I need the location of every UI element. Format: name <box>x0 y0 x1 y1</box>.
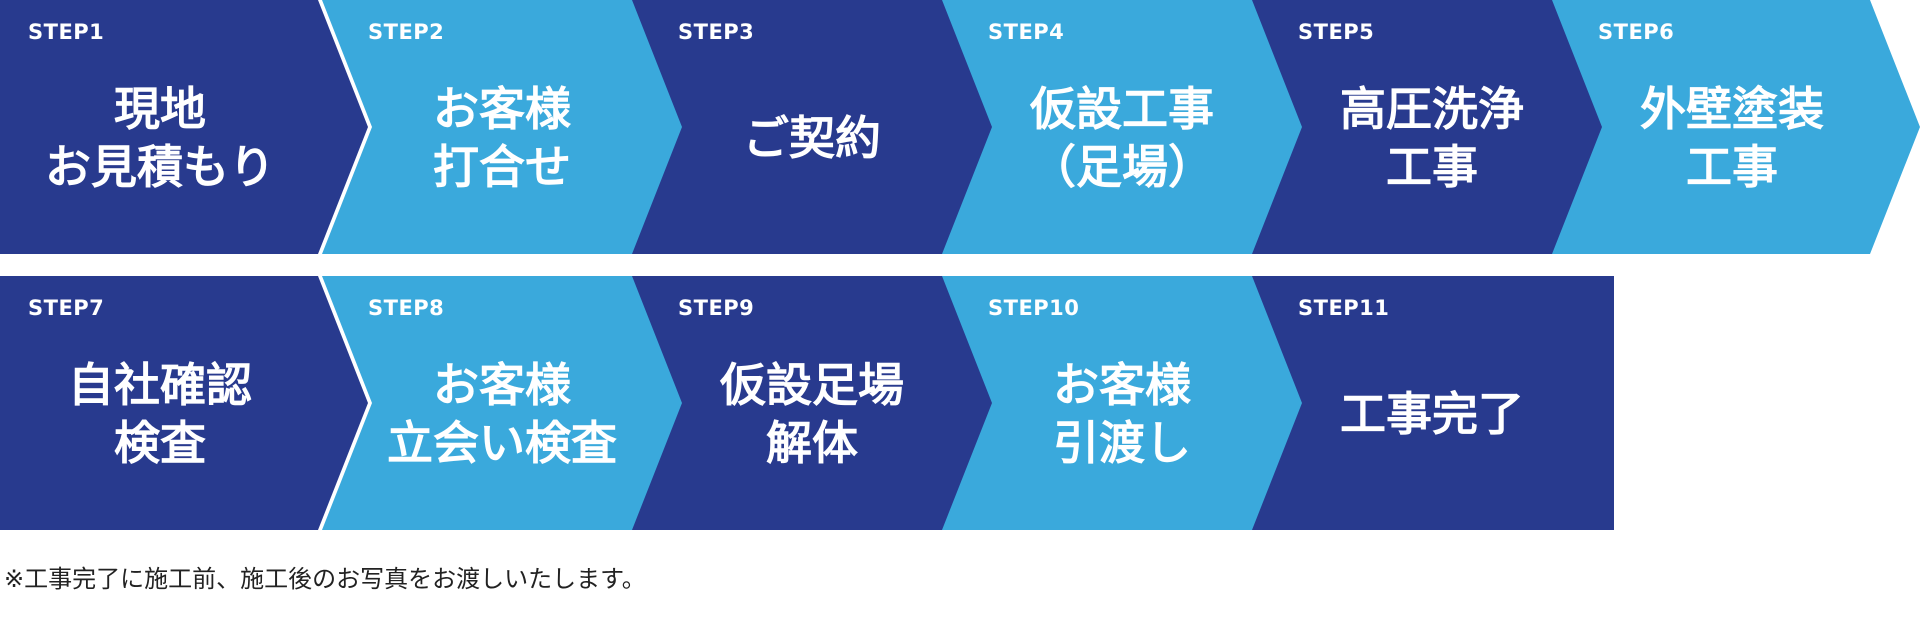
step-title: 仮設足場 解体 <box>720 358 904 470</box>
step-5: STEP5 高圧洗浄 工事 <box>1252 0 1624 254</box>
step-number: STEP9 <box>678 296 755 320</box>
step-title: 工事完了 <box>1340 387 1524 441</box>
step-number: STEP1 <box>28 20 105 44</box>
step-1: STEP1 現地 お見積もり <box>0 0 372 254</box>
step-6: STEP6 外壁塗装 工事 <box>1552 0 1924 254</box>
step-chevron <box>632 0 1000 254</box>
step-7: STEP7 自社確認 検査 <box>0 276 372 530</box>
step-chevron <box>1252 0 1620 254</box>
step-9: STEP9 仮設足場 解体 <box>632 276 1004 530</box>
step-3: STEP3 ご契約 <box>632 0 1004 254</box>
step-chevron <box>322 0 690 254</box>
step-title: お客様 立会い検査 <box>387 358 617 470</box>
step-number: STEP10 <box>988 296 1080 320</box>
step-10: STEP10 お客様 引渡し <box>942 276 1314 530</box>
step-chevron <box>632 276 1000 530</box>
step-8: STEP8 お客様 立会い検査 <box>322 276 694 530</box>
step-number: STEP11 <box>1298 296 1390 320</box>
step-chevron <box>322 276 690 530</box>
step-title: 高圧洗浄 工事 <box>1340 82 1524 194</box>
step-number: STEP7 <box>28 296 105 320</box>
step-title: 自社確認 検査 <box>68 358 252 470</box>
step-number: STEP4 <box>988 20 1065 44</box>
step-title: お客様 引渡し <box>1053 358 1191 470</box>
step-11: STEP11 工事完了 <box>1252 276 1614 530</box>
step-title: 現地 お見積もり <box>45 82 275 194</box>
step-title: お客様 打合せ <box>433 82 571 194</box>
step-chevron <box>942 0 1310 254</box>
step-number: STEP6 <box>1598 20 1675 44</box>
step-chevron <box>1552 0 1920 254</box>
step-chevron <box>942 276 1310 530</box>
step-box <box>1252 276 1614 530</box>
step-chevron <box>0 276 368 530</box>
step-4: STEP4 仮設工事 （足場） <box>942 0 1314 254</box>
step-number: STEP8 <box>368 296 445 320</box>
step-chevron <box>0 0 368 254</box>
step-flow: STEP1 現地 お見積もり STEP2 お客様 打合せ STEP3 ご契約 S… <box>0 0 1924 530</box>
step-number: STEP5 <box>1298 20 1375 44</box>
step-2: STEP2 お客様 打合せ <box>322 0 694 254</box>
step-number: STEP2 <box>368 20 445 44</box>
step-title: 仮設工事 （足場） <box>1030 82 1214 194</box>
footnote: ※工事完了に施工前、施工後のお写真をお渡しいたします。 <box>4 565 646 593</box>
step-title: ご契約 <box>743 111 881 165</box>
step-title: 外壁塗装 工事 <box>1640 82 1824 194</box>
step-number: STEP3 <box>678 20 755 44</box>
